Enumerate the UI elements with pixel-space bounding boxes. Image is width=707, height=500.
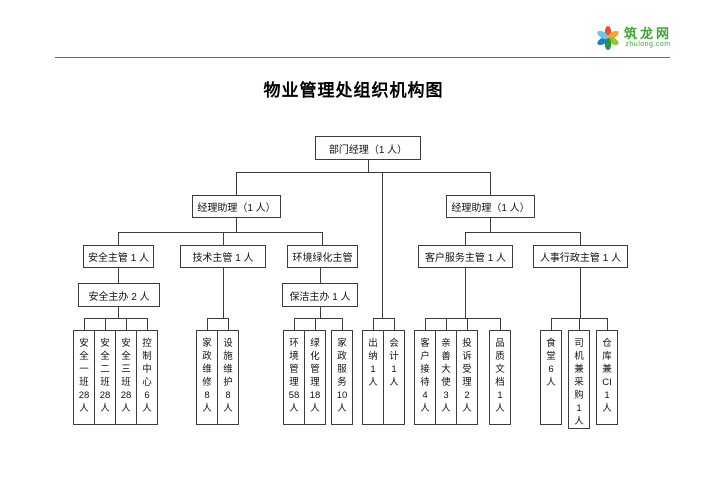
- connector-line: [500, 318, 501, 330]
- connector-line: [236, 172, 237, 195]
- connector-line: [126, 318, 127, 330]
- connector-line: [84, 318, 148, 319]
- connector-line: [373, 318, 395, 319]
- header-rule: [55, 57, 670, 58]
- logo-text: 筑龙网 zhulong.com: [624, 26, 672, 49]
- team-box-control-center: 控 制 中 心 6 人: [136, 330, 158, 425]
- connector-line: [465, 232, 466, 245]
- connector-line: [467, 318, 468, 330]
- team-group-technical: 家 政 维 修 8 人 设 施 维 护 8 人: [196, 330, 239, 425]
- team-group-warehouse: 仓 库 兼 CI 1 人: [596, 330, 618, 425]
- connector-line: [373, 318, 374, 330]
- team-group-environment: 环 境 管 理 58 人 绿 化 管 理 18 人: [283, 330, 326, 425]
- team-box-quality-docs: 品 质 文 档 1 人: [489, 330, 511, 425]
- connector-line: [465, 268, 466, 318]
- org-box-manager-assistant-right: 经理助理（1 人）: [446, 195, 535, 218]
- team-box-housekeeping-service: 家 政 服 务 10 人: [331, 330, 353, 425]
- team-group-quality: 品 质 文 档 1 人: [489, 330, 511, 425]
- connector-line: [228, 318, 229, 330]
- connector-line: [490, 218, 491, 232]
- logo-domain: zhulong.com: [625, 41, 671, 48]
- connector-line: [118, 232, 119, 245]
- org-box-security-officer: 安全主办 2 人: [78, 283, 160, 307]
- connector-line: [294, 318, 343, 319]
- connector-line: [446, 318, 447, 330]
- connector-line: [223, 268, 224, 318]
- connector-line: [580, 268, 581, 318]
- team-group-housekeeping: 家 政 服 务 10 人: [331, 330, 353, 425]
- org-box-security-supervisor: 安全主管 1 人: [83, 245, 154, 268]
- team-box-security-team2: 安 全 二 班 28 人: [94, 330, 116, 425]
- org-box-cleaning-officer: 保洁主办 1 人: [282, 283, 358, 307]
- connector-line: [207, 318, 229, 319]
- connector-line: [342, 318, 343, 330]
- connector-line: [320, 268, 321, 283]
- org-box-manager-assistant-left: 经理助理（1 人）: [192, 195, 281, 218]
- connector-line: [368, 160, 369, 173]
- connector-line: [322, 232, 323, 245]
- team-group-driver: 司 机 兼 采 购 1 人: [568, 330, 590, 429]
- connector-line: [394, 318, 395, 330]
- connector-line: [315, 318, 316, 330]
- connector-line: [207, 318, 208, 330]
- team-box-canteen: 食 堂 6 人: [540, 330, 562, 425]
- team-box-customer-reception: 客 户 接 待 4 人: [414, 330, 436, 425]
- connector-line: [320, 307, 321, 318]
- org-box-environment-supervisor: 环境绿化主管: [287, 245, 358, 268]
- connector-line: [294, 318, 295, 330]
- page-title: 物业管理处组织机构图: [263, 81, 444, 100]
- connector-line: [580, 232, 581, 245]
- connector-line: [490, 172, 491, 195]
- team-box-security-team1: 安 全 一 班 28 人: [73, 330, 95, 425]
- connector-line: [425, 318, 426, 330]
- connector-line: [236, 172, 491, 173]
- team-box-environment-mgmt: 环 境 管 理 58 人: [283, 330, 305, 425]
- logo-name: 筑龙网: [624, 26, 673, 41]
- connector-line: [551, 318, 552, 330]
- team-box-security-team3: 安 全 三 班 28 人: [115, 330, 137, 425]
- team-box-driver-purchaser: 司 机 兼 采 购 1 人: [568, 330, 590, 429]
- connector-line: [147, 318, 148, 330]
- team-box-housekeeping-repair: 家 政 维 修 8 人: [196, 330, 218, 425]
- connector-line: [579, 318, 580, 330]
- connector-line: [118, 232, 323, 233]
- team-box-cashier: 出 纳 1 人: [362, 330, 384, 425]
- connector-line: [223, 232, 224, 245]
- connector-line: [84, 318, 85, 330]
- connector-line: [118, 268, 119, 283]
- org-box-tech-supervisor: 技术主管 1 人: [180, 245, 266, 268]
- team-group-customer-service: 客 户 接 待 4 人 亲 善 大 使 3 人 投 诉 受 理 2 人: [414, 330, 478, 425]
- team-box-accountant: 会 计 1 人: [383, 330, 405, 425]
- connector-line: [425, 318, 501, 319]
- site-logo: 筑龙网 zhulong.com: [596, 26, 672, 55]
- connector-line: [236, 218, 237, 232]
- team-group-finance: 出 纳 1 人 会 计 1 人: [362, 330, 405, 425]
- org-box-department-manager: 部门经理（1 人）: [315, 136, 421, 160]
- connector-line: [465, 232, 581, 233]
- team-box-complaint-handling: 投 诉 受 理 2 人: [456, 330, 478, 425]
- connector-line: [382, 172, 383, 318]
- team-group-security: 安 全 一 班 28 人 安 全 二 班 28 人 安 全 三 班 28 人 控…: [73, 330, 158, 425]
- connector-line: [607, 318, 608, 330]
- org-box-hr-admin-supervisor: 人事行政主管 1 人: [533, 245, 628, 268]
- team-box-goodwill-ambassador: 亲 善 大 使 3 人: [435, 330, 457, 425]
- connector-line: [118, 307, 119, 318]
- team-group-canteen: 食 堂 6 人: [540, 330, 562, 425]
- org-box-customer-service-supervisor: 客户服务主管 1 人: [418, 245, 513, 268]
- connector-line: [105, 318, 106, 330]
- team-box-facility-maintenance: 设 施 维 护 8 人: [217, 330, 239, 425]
- team-box-warehouse-ci: 仓 库 兼 CI 1 人: [596, 330, 618, 425]
- team-box-greening-mgmt: 绿 化 管 理 18 人: [304, 330, 326, 425]
- pinwheel-icon: [596, 26, 620, 55]
